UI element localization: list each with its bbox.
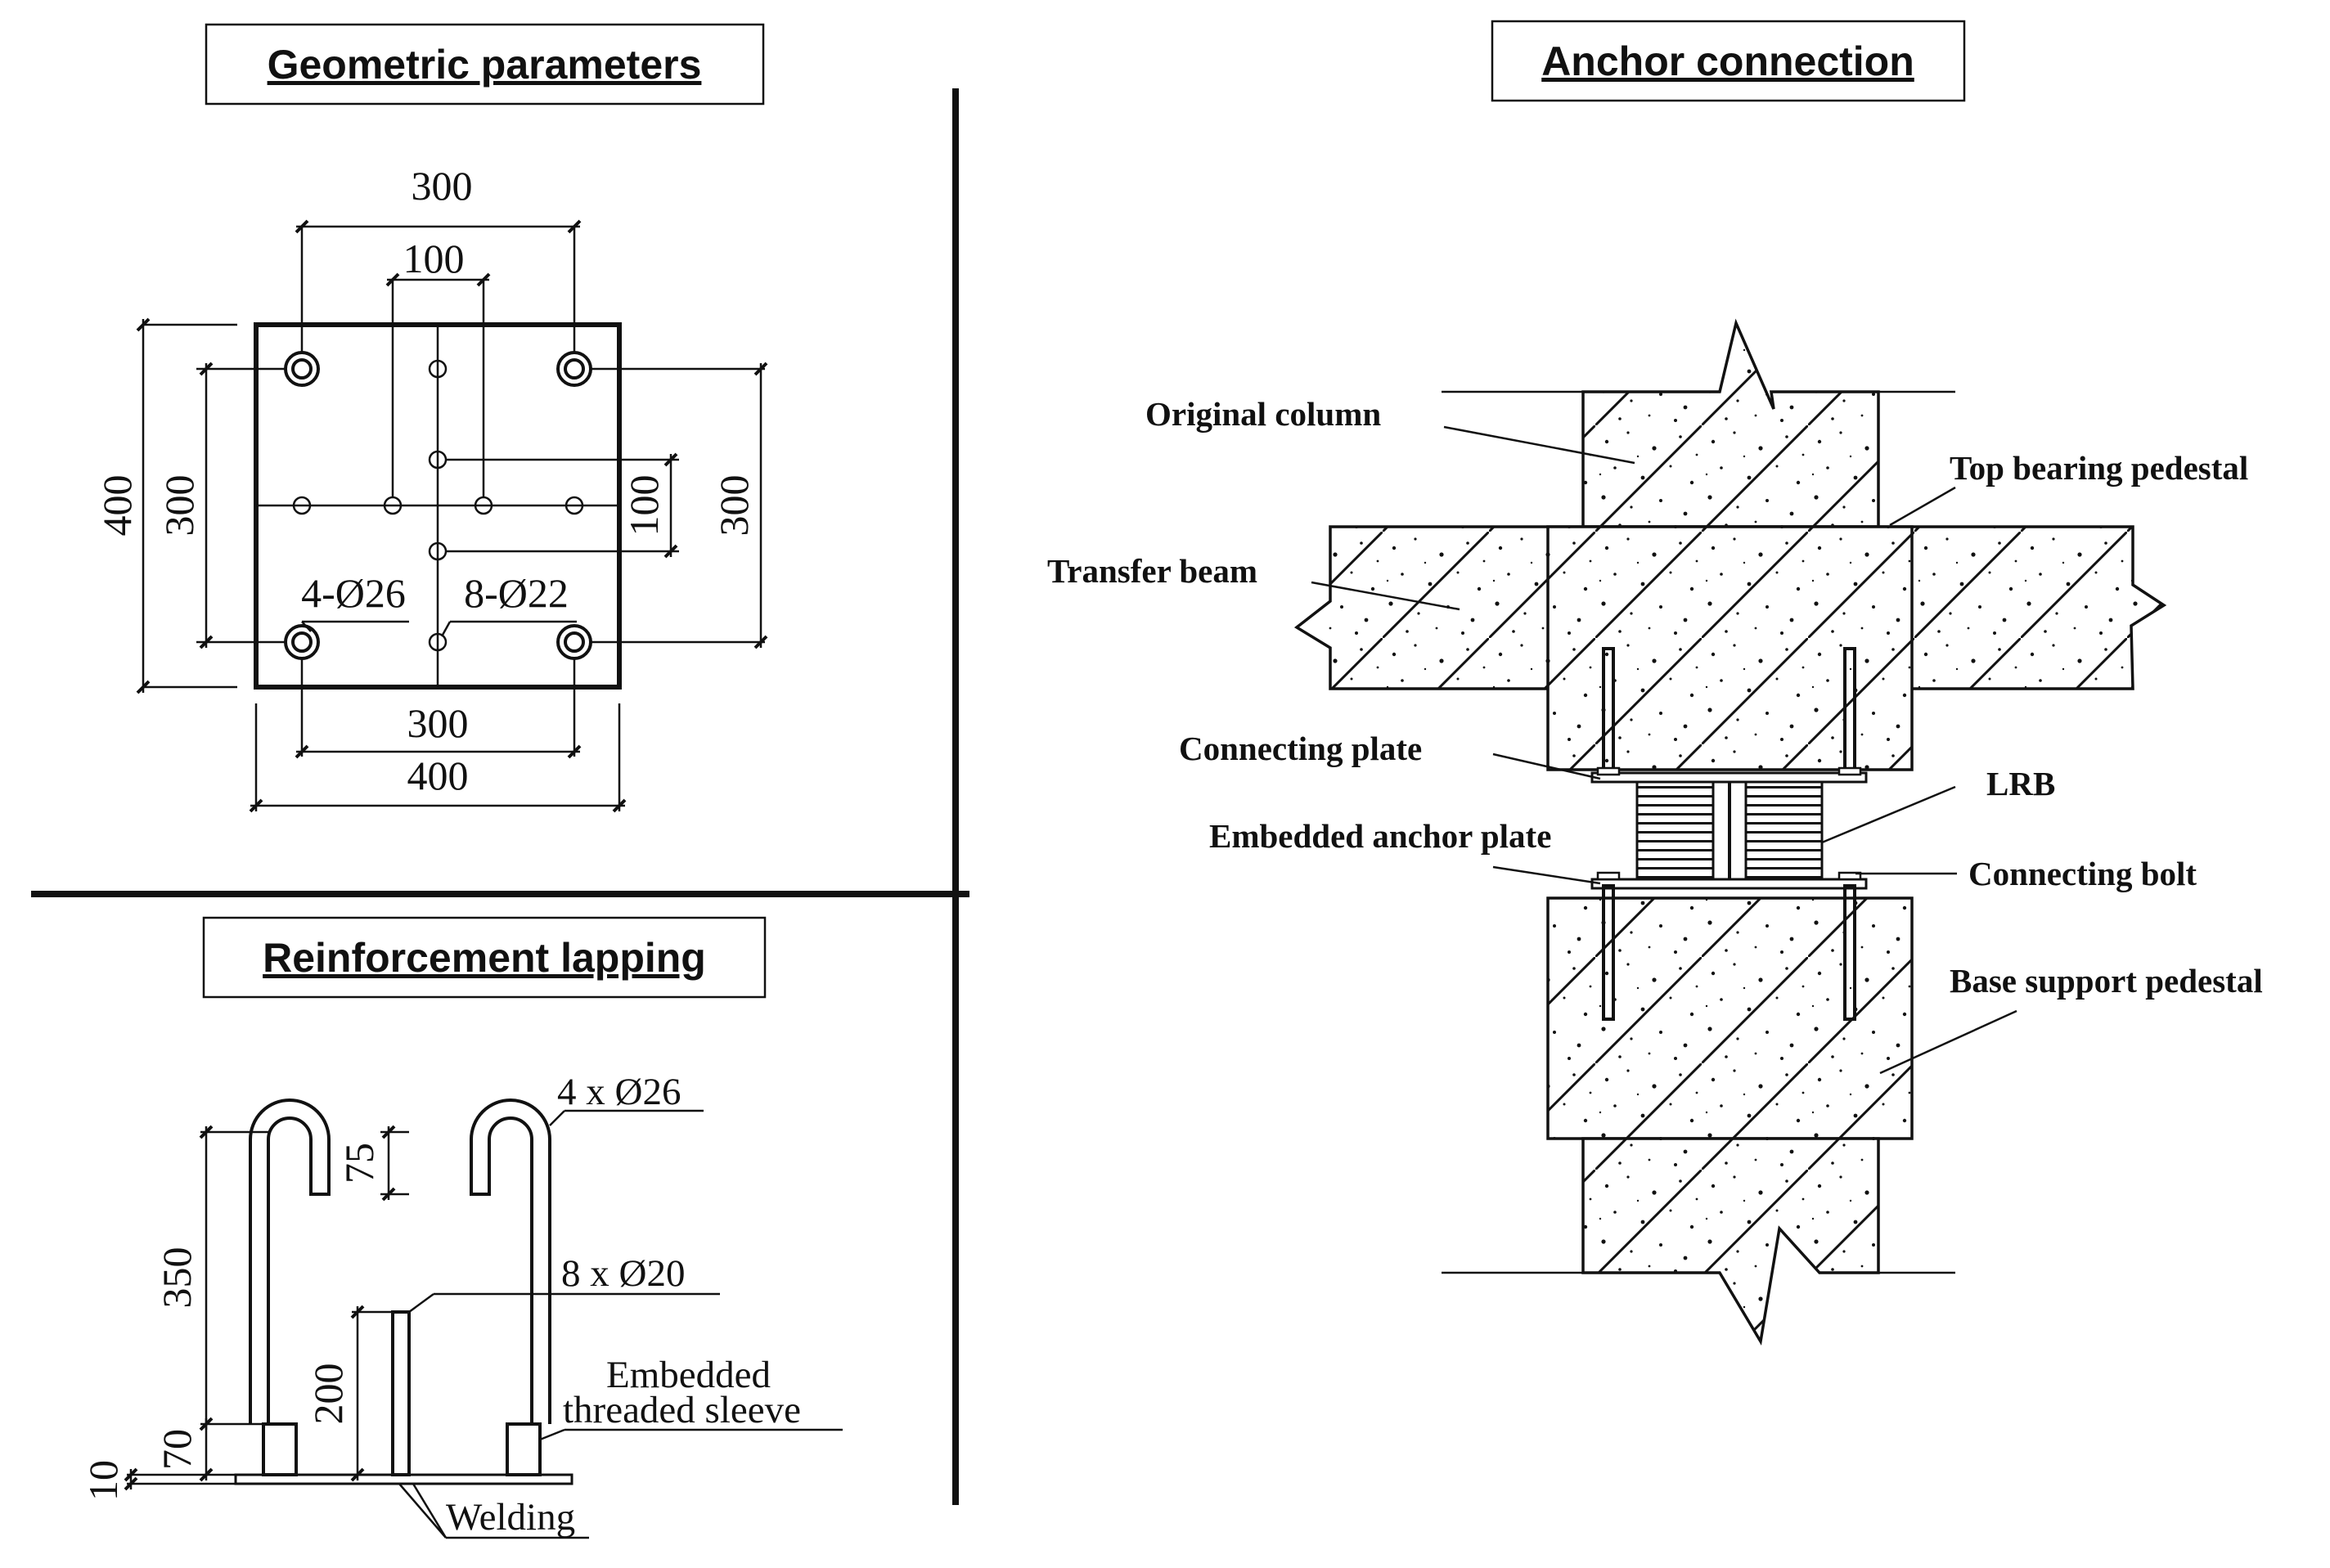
- dim-75: 75: [336, 1143, 382, 1184]
- dim-70: 70: [154, 1429, 200, 1470]
- welding-label: Welding: [446, 1496, 575, 1539]
- large-hole-label: 4-Ø26: [301, 570, 406, 616]
- hook-bars-label: 4 x Ø26: [557, 1071, 681, 1113]
- anchor-plate-plan: 300 100 400 300 100 300 300 400 4-Ø26 8-…: [94, 163, 768, 813]
- lrb-bearing: [1635, 780, 1824, 881]
- transfer-beam-label: Transfer beam: [1047, 552, 1257, 590]
- sleeve-label-line1: Embedded: [606, 1354, 771, 1396]
- large-bolt-holes: [284, 351, 592, 660]
- connecting-bolt-label: Connecting bolt: [1968, 855, 2197, 892]
- geometric-title: Geometric parameters: [268, 42, 702, 88]
- dim-top-300: 300: [412, 163, 473, 209]
- anchor-section: Original column Top bearing pedestal Tra…: [1047, 318, 2263, 1346]
- anchor-connection-panel: Anchor connection: [1047, 20, 2263, 1346]
- reinforcement-title-box: [202, 916, 767, 999]
- lrb-label: LRB: [1986, 765, 2055, 802]
- dim-right-300: 300: [711, 475, 757, 537]
- threaded-sleeve-left: [262, 1422, 298, 1476]
- reinforcement-title: Reinforcement lapping: [263, 935, 706, 981]
- connecting-plate-label: Connecting plate: [1179, 730, 1422, 767]
- dim-left-400: 400: [94, 475, 140, 537]
- threaded-sleeve-right: [506, 1422, 542, 1476]
- dim-bottom-400: 400: [407, 753, 469, 798]
- dim-right-100: 100: [621, 475, 667, 537]
- rebar-elevation: 4 x Ø26 8 x Ø20 Embedded threaded sleeve…: [80, 1071, 843, 1539]
- original-column: [1581, 318, 1880, 528]
- embedded-anchor-plate-label: Embedded anchor plate: [1209, 817, 1551, 855]
- reinforcement-lapping-panel: Reinforcement lapping: [80, 916, 843, 1539]
- anchor-title: Anchor connection: [1541, 38, 1914, 84]
- geometric-title-box: [205, 23, 765, 106]
- connecting-plate: [1590, 771, 1868, 784]
- dim-200: 200: [305, 1364, 351, 1425]
- top-bearing-pedestal-label: Top bearing pedestal: [1950, 449, 2248, 487]
- sleeve-label-line2: threaded sleeve: [563, 1389, 801, 1431]
- dimension-lines: [136, 219, 768, 813]
- dim-10: 10: [80, 1460, 126, 1501]
- straight-bar: [391, 1310, 411, 1476]
- original-column-label: Original column: [1145, 395, 1381, 433]
- small-hole-label: 8-Ø22: [464, 570, 569, 616]
- straight-bars-label: 8 x Ø20: [561, 1252, 685, 1295]
- dim-left-300: 300: [156, 475, 202, 537]
- embedded-anchor-plate: [1590, 878, 1868, 890]
- anchor-title-box: [1491, 20, 1966, 102]
- hook-bar-right: [470, 1098, 551, 1424]
- base-support-pedestal-label: Base support pedestal: [1950, 962, 2263, 1000]
- dim-350: 350: [154, 1247, 200, 1309]
- geometric-parameters-panel: Geometric parameters: [94, 23, 768, 813]
- dim-top-100: 100: [403, 236, 465, 281]
- bottom-column: [1581, 1137, 1880, 1346]
- hook-bar-left: [249, 1098, 331, 1424]
- dim-bottom-300: 300: [407, 700, 469, 746]
